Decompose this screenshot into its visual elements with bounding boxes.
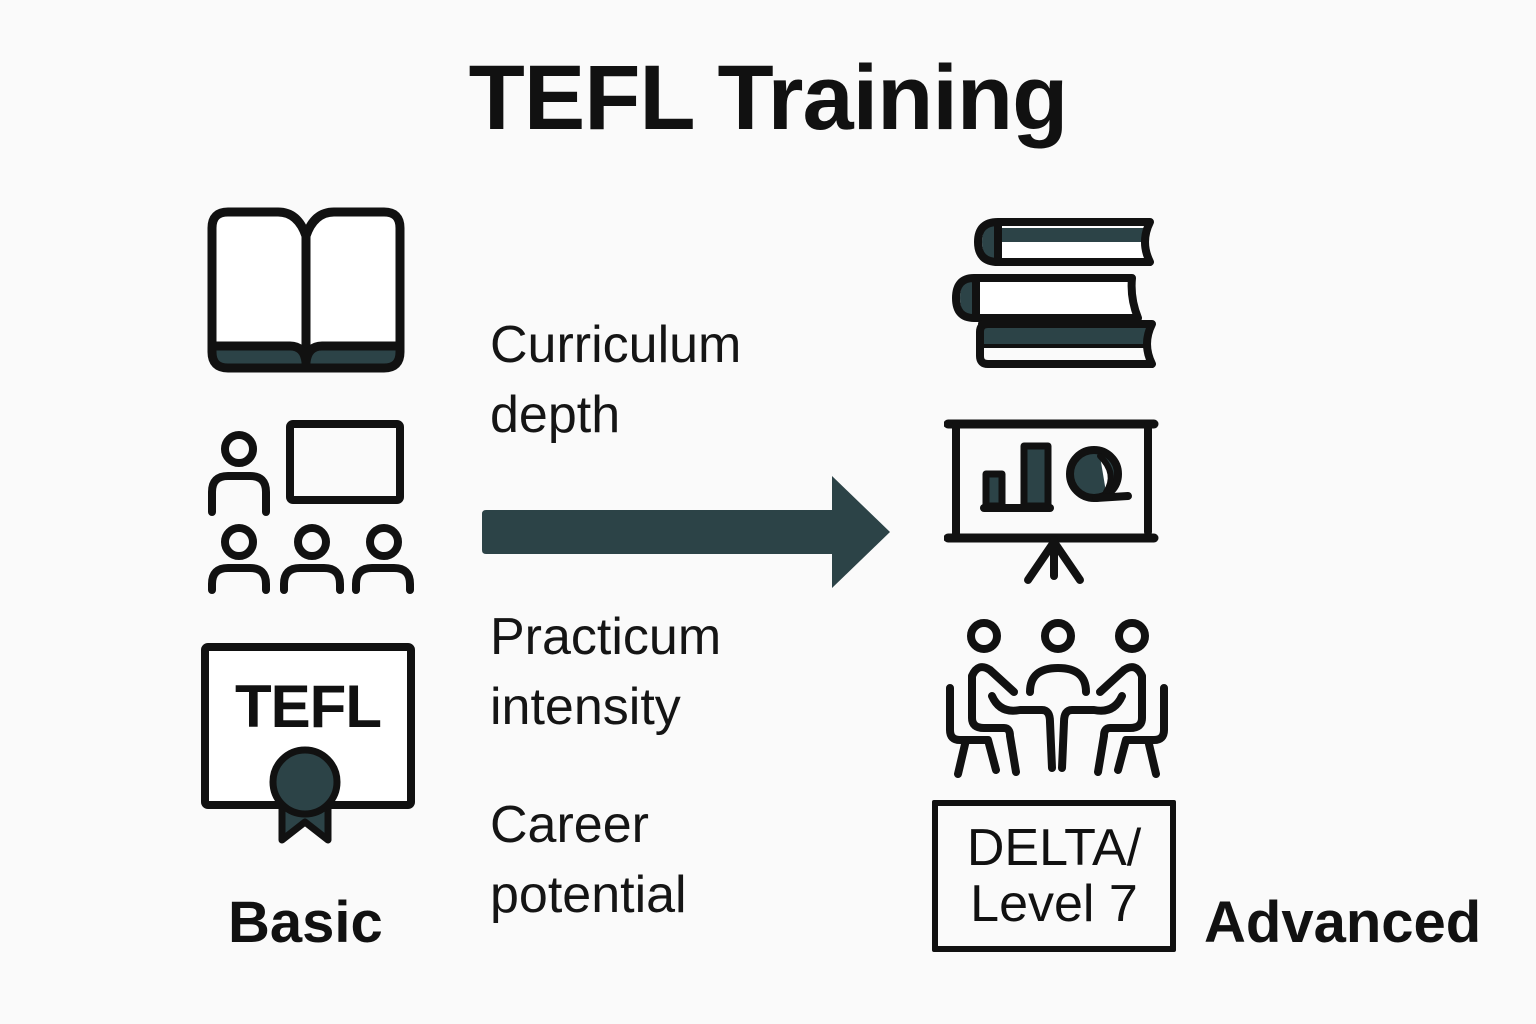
dimension-line: Career (490, 796, 649, 854)
dimension-practicum-intensity: Practicum intensity (490, 602, 721, 742)
dimension-line: Curriculum (490, 316, 742, 374)
progression-arrow-icon (480, 472, 894, 590)
presentation-board-icon (944, 416, 1160, 588)
certificate-icon: TEFL (200, 642, 416, 846)
advanced-label: Advanced (1204, 890, 1482, 955)
delta-line-1: DELTA/ (966, 819, 1142, 877)
dimension-curriculum-depth: Curriculum depth (490, 310, 741, 450)
group-discussion-icon (944, 618, 1170, 782)
delta-line-2: Level 7 (970, 875, 1138, 933)
dimension-career-potential: Career potential (490, 790, 687, 930)
dimension-line: potential (490, 866, 687, 924)
book-stack-icon (952, 216, 1160, 372)
classroom-icon (204, 418, 418, 600)
open-book-icon (206, 206, 406, 374)
basic-label: Basic (228, 890, 383, 955)
dimension-line: intensity (490, 678, 681, 736)
dimension-line: Practicum (490, 608, 722, 666)
certificate-text: TEFL (235, 673, 382, 740)
dimension-line: depth (490, 386, 621, 444)
page-title: TEFL Training (468, 47, 1069, 149)
delta-certificate-badge: DELTA/ Level 7 (932, 800, 1176, 952)
